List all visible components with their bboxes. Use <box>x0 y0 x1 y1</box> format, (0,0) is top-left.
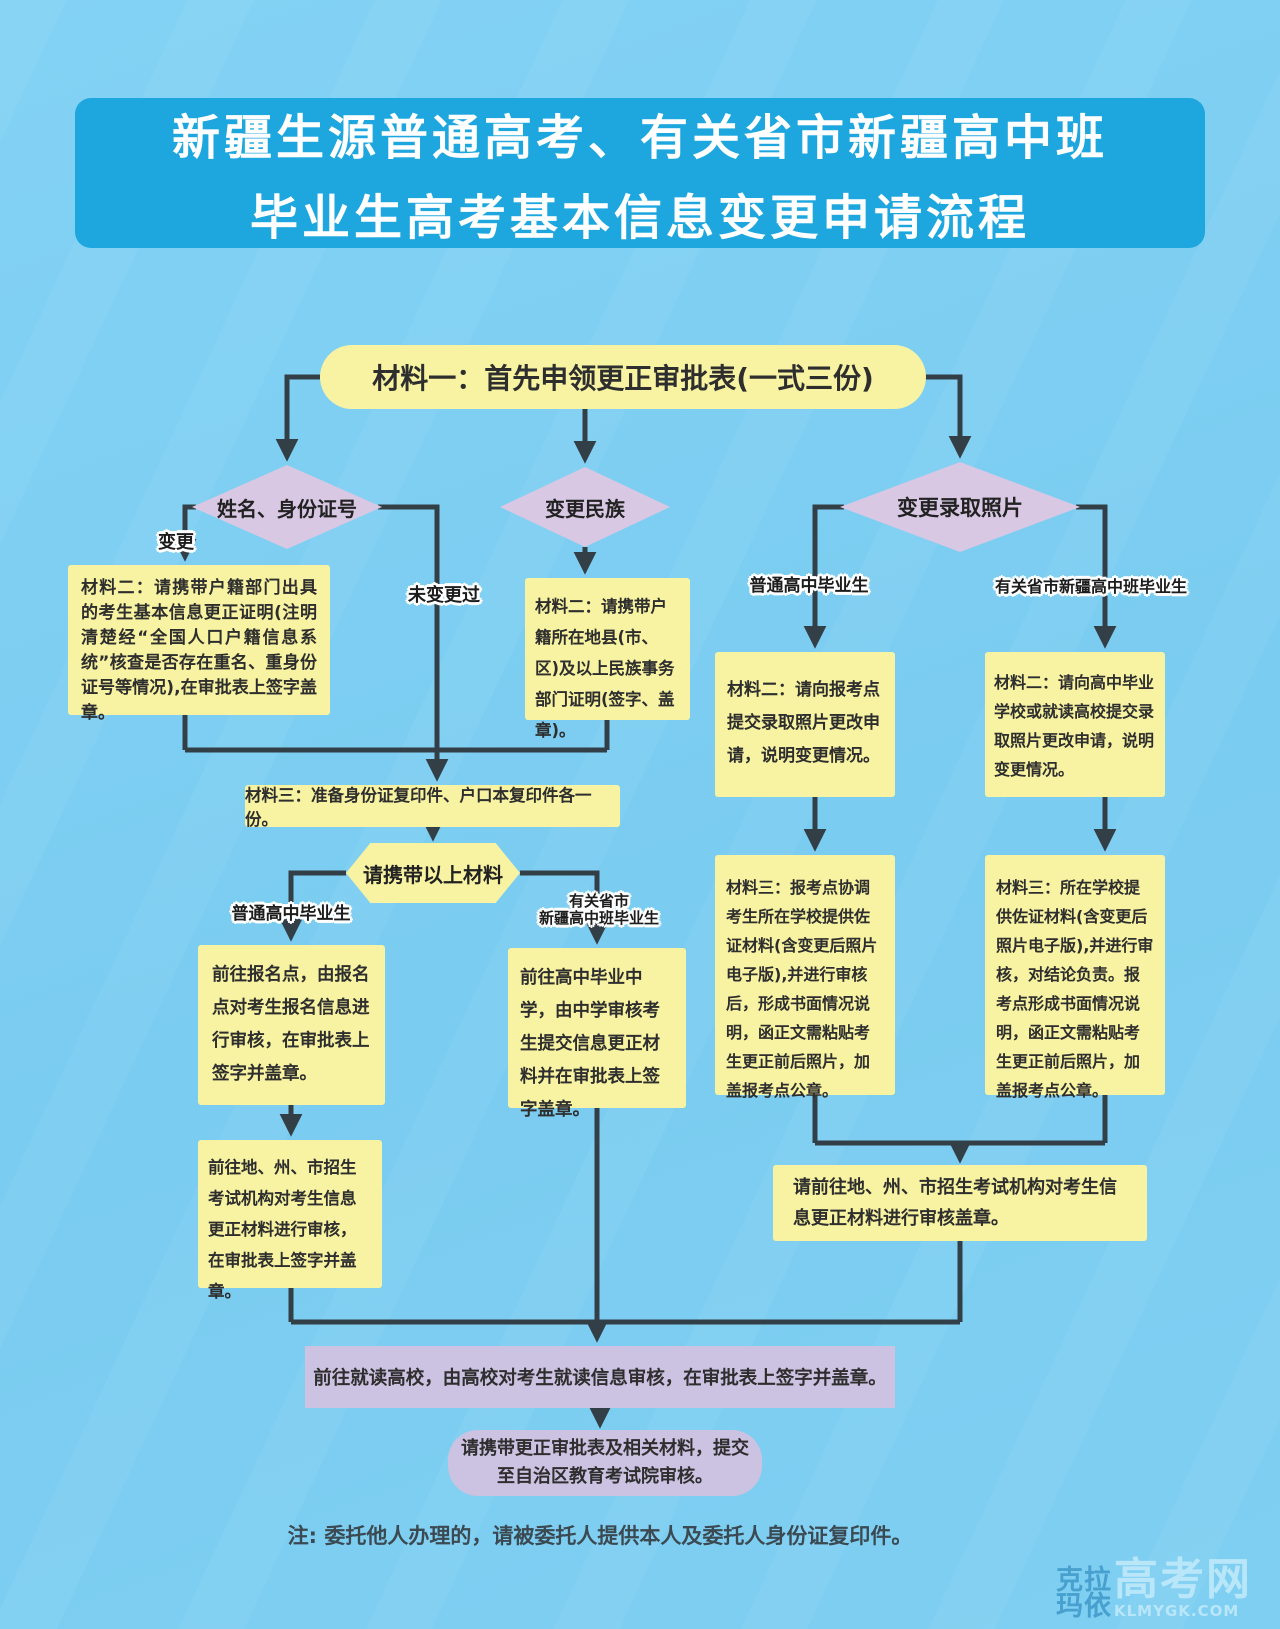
step-prefecture-review-box: 前往地、州、市招生考试机构对考生信息更正材料进行审核，在审批表上签字并盖章。 <box>198 1140 382 1301</box>
bring-materials-hexagon: 请携带以上材料 <box>346 843 520 903</box>
material-3-photo-regular-box: 材料三：报考点协调考生所在学校提供佐证材料(含变更后照片电子版),并进行审核后，… <box>715 855 895 1100</box>
step-high-school-box: 前往高中毕业中学，由中学审核考生提交信息更正材料并在审批表上签字盖章。 <box>508 948 686 1120</box>
footnote: 注: 委托他人办理的，请被委托人提供本人及委托人身份证复印件。 <box>287 1524 913 1548</box>
page-title-line-2: 毕业生高考基本信息变更申请流程 <box>249 190 1030 246</box>
watermark-name: 克拉 玛依 <box>1056 1565 1112 1622</box>
label-xinjiang-class-graduate: 有关省市 新疆高中班毕业生 <box>532 892 666 928</box>
material-2-photo-xinjiang-box: 材料二：请向高中毕业学校或就读高校提交录取照片更改申请，说明变更情况。 <box>985 652 1165 797</box>
submit-examination-authority-box: 请携带更正审批表及相关材料，提交至自治区教育考试院审核。 <box>448 1430 762 1496</box>
material-2-photo-regular-box: 材料二：请向报考点提交录取照片更改申请，说明变更情况。 <box>715 652 895 797</box>
watermark-url: KLMYGK.COM <box>1114 1601 1240 1620</box>
watermark-name-line-2: 玛依 <box>1056 1590 1112 1622</box>
page-title-line-1: 新疆生源普通高考、有关省市新疆高中班 <box>171 110 1108 166</box>
watermark-site-name: 高考网 <box>1114 1554 1252 1605</box>
watermark: 克拉 玛依 高考网 KLMYGK.COM <box>1056 1554 1256 1622</box>
material-2-ethnic-box: 材料二：请携带户籍所在地县(市、区)及以上民族事务部门证明(签字、盖章)。 <box>525 578 690 740</box>
label-changed: 变更 <box>158 532 194 553</box>
step-registration-site-box: 前往报名点，由报名点对考生报名信息进行审核，在审批表上签字并盖章。 <box>198 945 385 1105</box>
label-not-changed: 未变更过 <box>408 585 480 606</box>
watermark-site: 高考网 KLMYGK.COM <box>1114 1554 1252 1620</box>
page-title: 新疆生源普通高考、有关省市新疆高中班 毕业生高考基本信息变更申请流程 <box>75 98 1205 248</box>
step-university-review-bar: 前往就读高校，由高校对考生就读信息审核，在审批表上签字并盖章。 <box>305 1346 895 1408</box>
label-xinjiang-class-graduate-photo: 有关省市新疆高中班毕业生 <box>994 577 1187 596</box>
material-2-household-box: 材料二：请携带户籍部门出具的考生基本信息更正证明(注明清楚经“全国人口户籍信息系… <box>68 565 330 723</box>
label-xinjiang-class-graduate-line-2: 新疆高中班毕业生 <box>538 909 659 928</box>
material-1-box: 材料一：首先申领更正审批表(一式三份) <box>320 345 926 409</box>
material-3-photo-xinjiang-box: 材料三：所在学校提供佐证材料(含变更后照片电子版),并进行审核，对结论负责。报考… <box>985 855 1165 1100</box>
watermark-name-line-1: 克拉 <box>1056 1565 1112 1596</box>
step-prefecture-photo-review-box: 请前往地、州、市招生考试机构对考生信息更正材料进行审核盖章。 <box>773 1165 1147 1241</box>
label-xinjiang-class-graduate-line-1: 有关省市 <box>568 892 629 910</box>
label-regular-graduate: 普通高中毕业生 <box>231 904 351 924</box>
label-regular-graduate-photo: 普通高中毕业生 <box>749 576 869 596</box>
material-3-copies-bar: 材料三：准备身份证复印件、户口本复印件各一份。 <box>245 785 620 829</box>
